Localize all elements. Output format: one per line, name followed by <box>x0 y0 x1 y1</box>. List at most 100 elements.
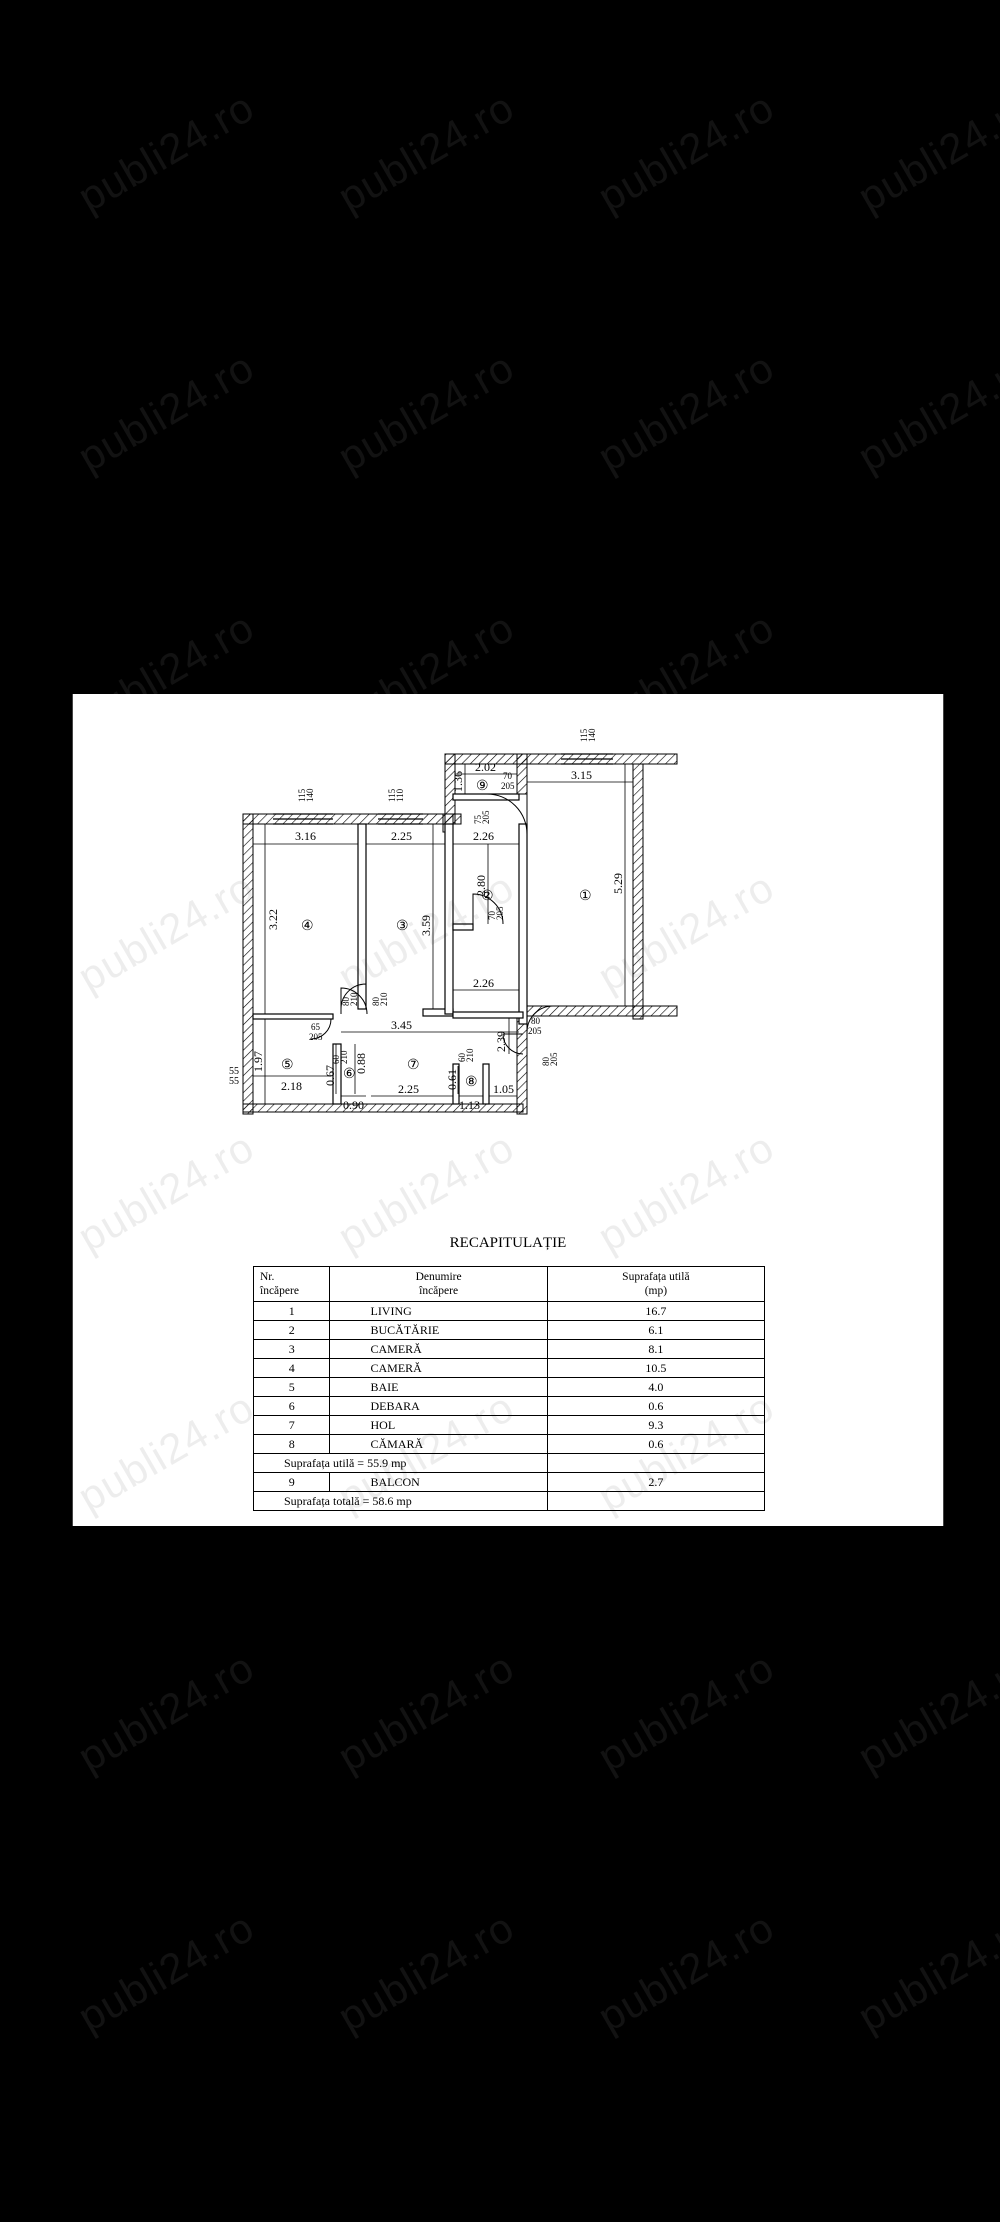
watermark: publi24.ro <box>70 82 262 221</box>
door-label-a: 80 <box>541 1057 551 1067</box>
door-swings <box>310 793 554 1055</box>
dimension-label: 2.80 <box>474 875 488 896</box>
dimension-label: 2.25 <box>391 829 412 843</box>
room-number: ⑤ <box>281 1058 294 1073</box>
dimension-label: 3.22 <box>266 909 280 930</box>
door-label-b: 210 <box>349 992 359 1006</box>
windows <box>273 753 613 825</box>
door-label-b: 205 <box>481 810 491 824</box>
window-label-2-bottom: 110 <box>395 788 405 802</box>
door-label-b: 210 <box>339 1050 349 1064</box>
recap-title: RECAPITULAȚIE <box>449 1235 567 1251</box>
area-header: Suprafața utilă(mp) <box>546 1266 766 1302</box>
door-label-b: 205 <box>501 781 515 791</box>
watermark: publi24.ro <box>330 1642 522 1781</box>
room-number: ③ <box>396 919 409 934</box>
room-number: ② <box>481 889 494 904</box>
dimension-label: 2.26 <box>473 976 494 990</box>
dimension-label: 2.39 <box>494 1031 508 1052</box>
room-number: ⑨ <box>476 779 489 794</box>
door-label-a: 60 <box>457 1053 467 1063</box>
watermark: publi24.ro <box>850 1642 1000 1781</box>
door-label-a: 70 <box>487 911 497 921</box>
watermark: publi24.ro <box>330 82 522 221</box>
room-number: ④ <box>301 919 314 934</box>
watermark: publi24.ro <box>850 1902 1000 2041</box>
floor-plan-drawing: 115 140 115 110 115 140 70 205 75 205 70… <box>229 728 678 1115</box>
room-numbers: ① ② ③ ④ ⑤ ⑥ ⑦ ⑧ ⑨ <box>281 779 592 1090</box>
door-label-a: 80 <box>531 1016 541 1026</box>
dimension-label: 1.05 <box>493 1082 514 1096</box>
dimension-lines <box>253 764 633 1104</box>
watermark: publi24.ro <box>590 1902 782 2041</box>
dimension-label: 3.59 <box>419 915 433 936</box>
room-number: ⑧ <box>465 1075 478 1090</box>
watermark: publi24.ro <box>330 342 522 481</box>
dimension-label: 2.02 <box>475 760 496 774</box>
watermark: publi24.ro <box>590 342 782 481</box>
dimension-label: 5.29 <box>611 873 625 894</box>
dimension-labels: 3.16 2.25 2.26 2.02 3.15 1.36 3.22 3.59 … <box>229 760 625 1112</box>
floor-plan-document: 115 140 115 110 115 140 70 205 75 205 70… <box>72 694 944 1526</box>
watermark: publi24.ro <box>590 1642 782 1781</box>
room-number: ⑥ <box>343 1067 356 1082</box>
watermark: publi24.ro <box>70 342 262 481</box>
dimension-label: 0.90 <box>343 1098 364 1112</box>
dimension-label: 3.45 <box>391 1018 412 1032</box>
dimension-label: 2.26 <box>473 829 494 843</box>
room-number: ① <box>579 889 592 904</box>
window-label-2-top: 115 <box>387 788 397 802</box>
dimension-label: 1.36 <box>451 771 465 792</box>
watermark: publi24.ro <box>850 342 1000 481</box>
window-label-3-bottom: 140 <box>587 728 597 742</box>
dimension-label: 0.67 <box>323 1065 337 1086</box>
window-label-1-top: 115 <box>297 788 307 802</box>
watermark: publi24.ro <box>330 1902 522 2041</box>
watermark: publi24.ro <box>70 1642 262 1781</box>
door-label-b: 205 <box>309 1032 323 1042</box>
watermark: publi24.ro <box>850 82 1000 221</box>
dimension-label: 55 <box>229 1076 239 1087</box>
door-label-a: 75 <box>473 815 483 825</box>
door-label-a: 80 <box>371 997 381 1007</box>
nr-header: Nr.încăpere <box>252 1266 331 1302</box>
dimension-label: 0.88 <box>354 1053 368 1074</box>
dimension-label: 3.15 <box>571 768 592 782</box>
dimension-label: 2.18 <box>281 1079 302 1093</box>
door-label-b: 205 <box>495 906 505 920</box>
room-number: ⑦ <box>407 1058 420 1073</box>
door-label-b: 210 <box>379 992 389 1006</box>
door-label-b: 205 <box>549 1052 559 1066</box>
dimension-label: 1.97 <box>251 1051 265 1072</box>
window-label-3-top: 115 <box>579 728 589 742</box>
door-labels: 70 205 75 205 70 205 80 210 80 210 80 20… <box>309 771 559 1066</box>
door-label-a: 80 <box>341 997 351 1007</box>
door-label-b: 210 <box>465 1048 475 1062</box>
door-label-a: 70 <box>503 771 513 781</box>
dimension-label: 3.16 <box>295 829 316 843</box>
total-row: Suprafața totală = 58.6 mp <box>253 1491 766 1511</box>
dimension-label: 2.25 <box>398 1082 419 1096</box>
subtotal-row: Suprafața utilă = 55.9 mp <box>253 1453 766 1473</box>
door-label-b: 205 <box>528 1026 542 1036</box>
door-label-a: 65 <box>311 1022 321 1032</box>
watermark: publi24.ro <box>590 82 782 221</box>
interior-walls <box>252 793 528 1105</box>
watermark: publi24.ro <box>70 1902 262 2041</box>
dimension-label: 0.61 <box>445 1069 459 1090</box>
window-label-1-bottom: 140 <box>305 788 315 802</box>
dimension-label: 1.13 <box>459 1098 480 1112</box>
dimension-label: 55 <box>229 1066 239 1077</box>
